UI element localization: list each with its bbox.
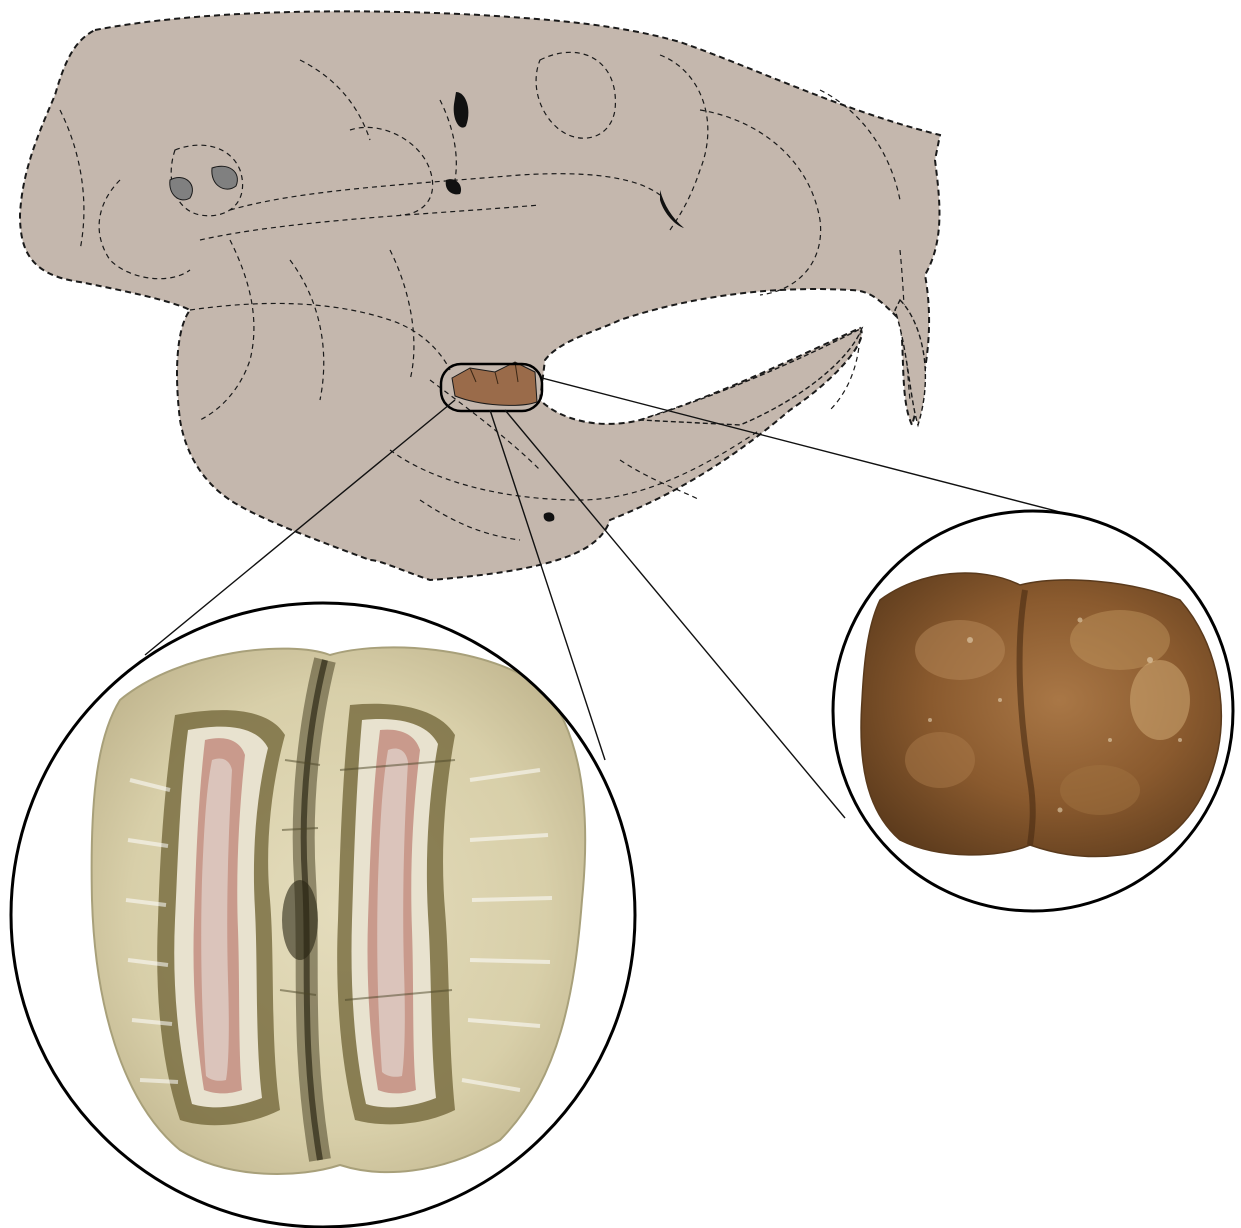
occlusal-molar-photo (92, 647, 586, 1174)
occlusal-molar-panel (11, 603, 635, 1227)
skull-outline (20, 11, 940, 580)
skull-illustration (20, 11, 940, 580)
worn-molar-photo (861, 573, 1221, 857)
worn-molar-panel (833, 511, 1233, 911)
